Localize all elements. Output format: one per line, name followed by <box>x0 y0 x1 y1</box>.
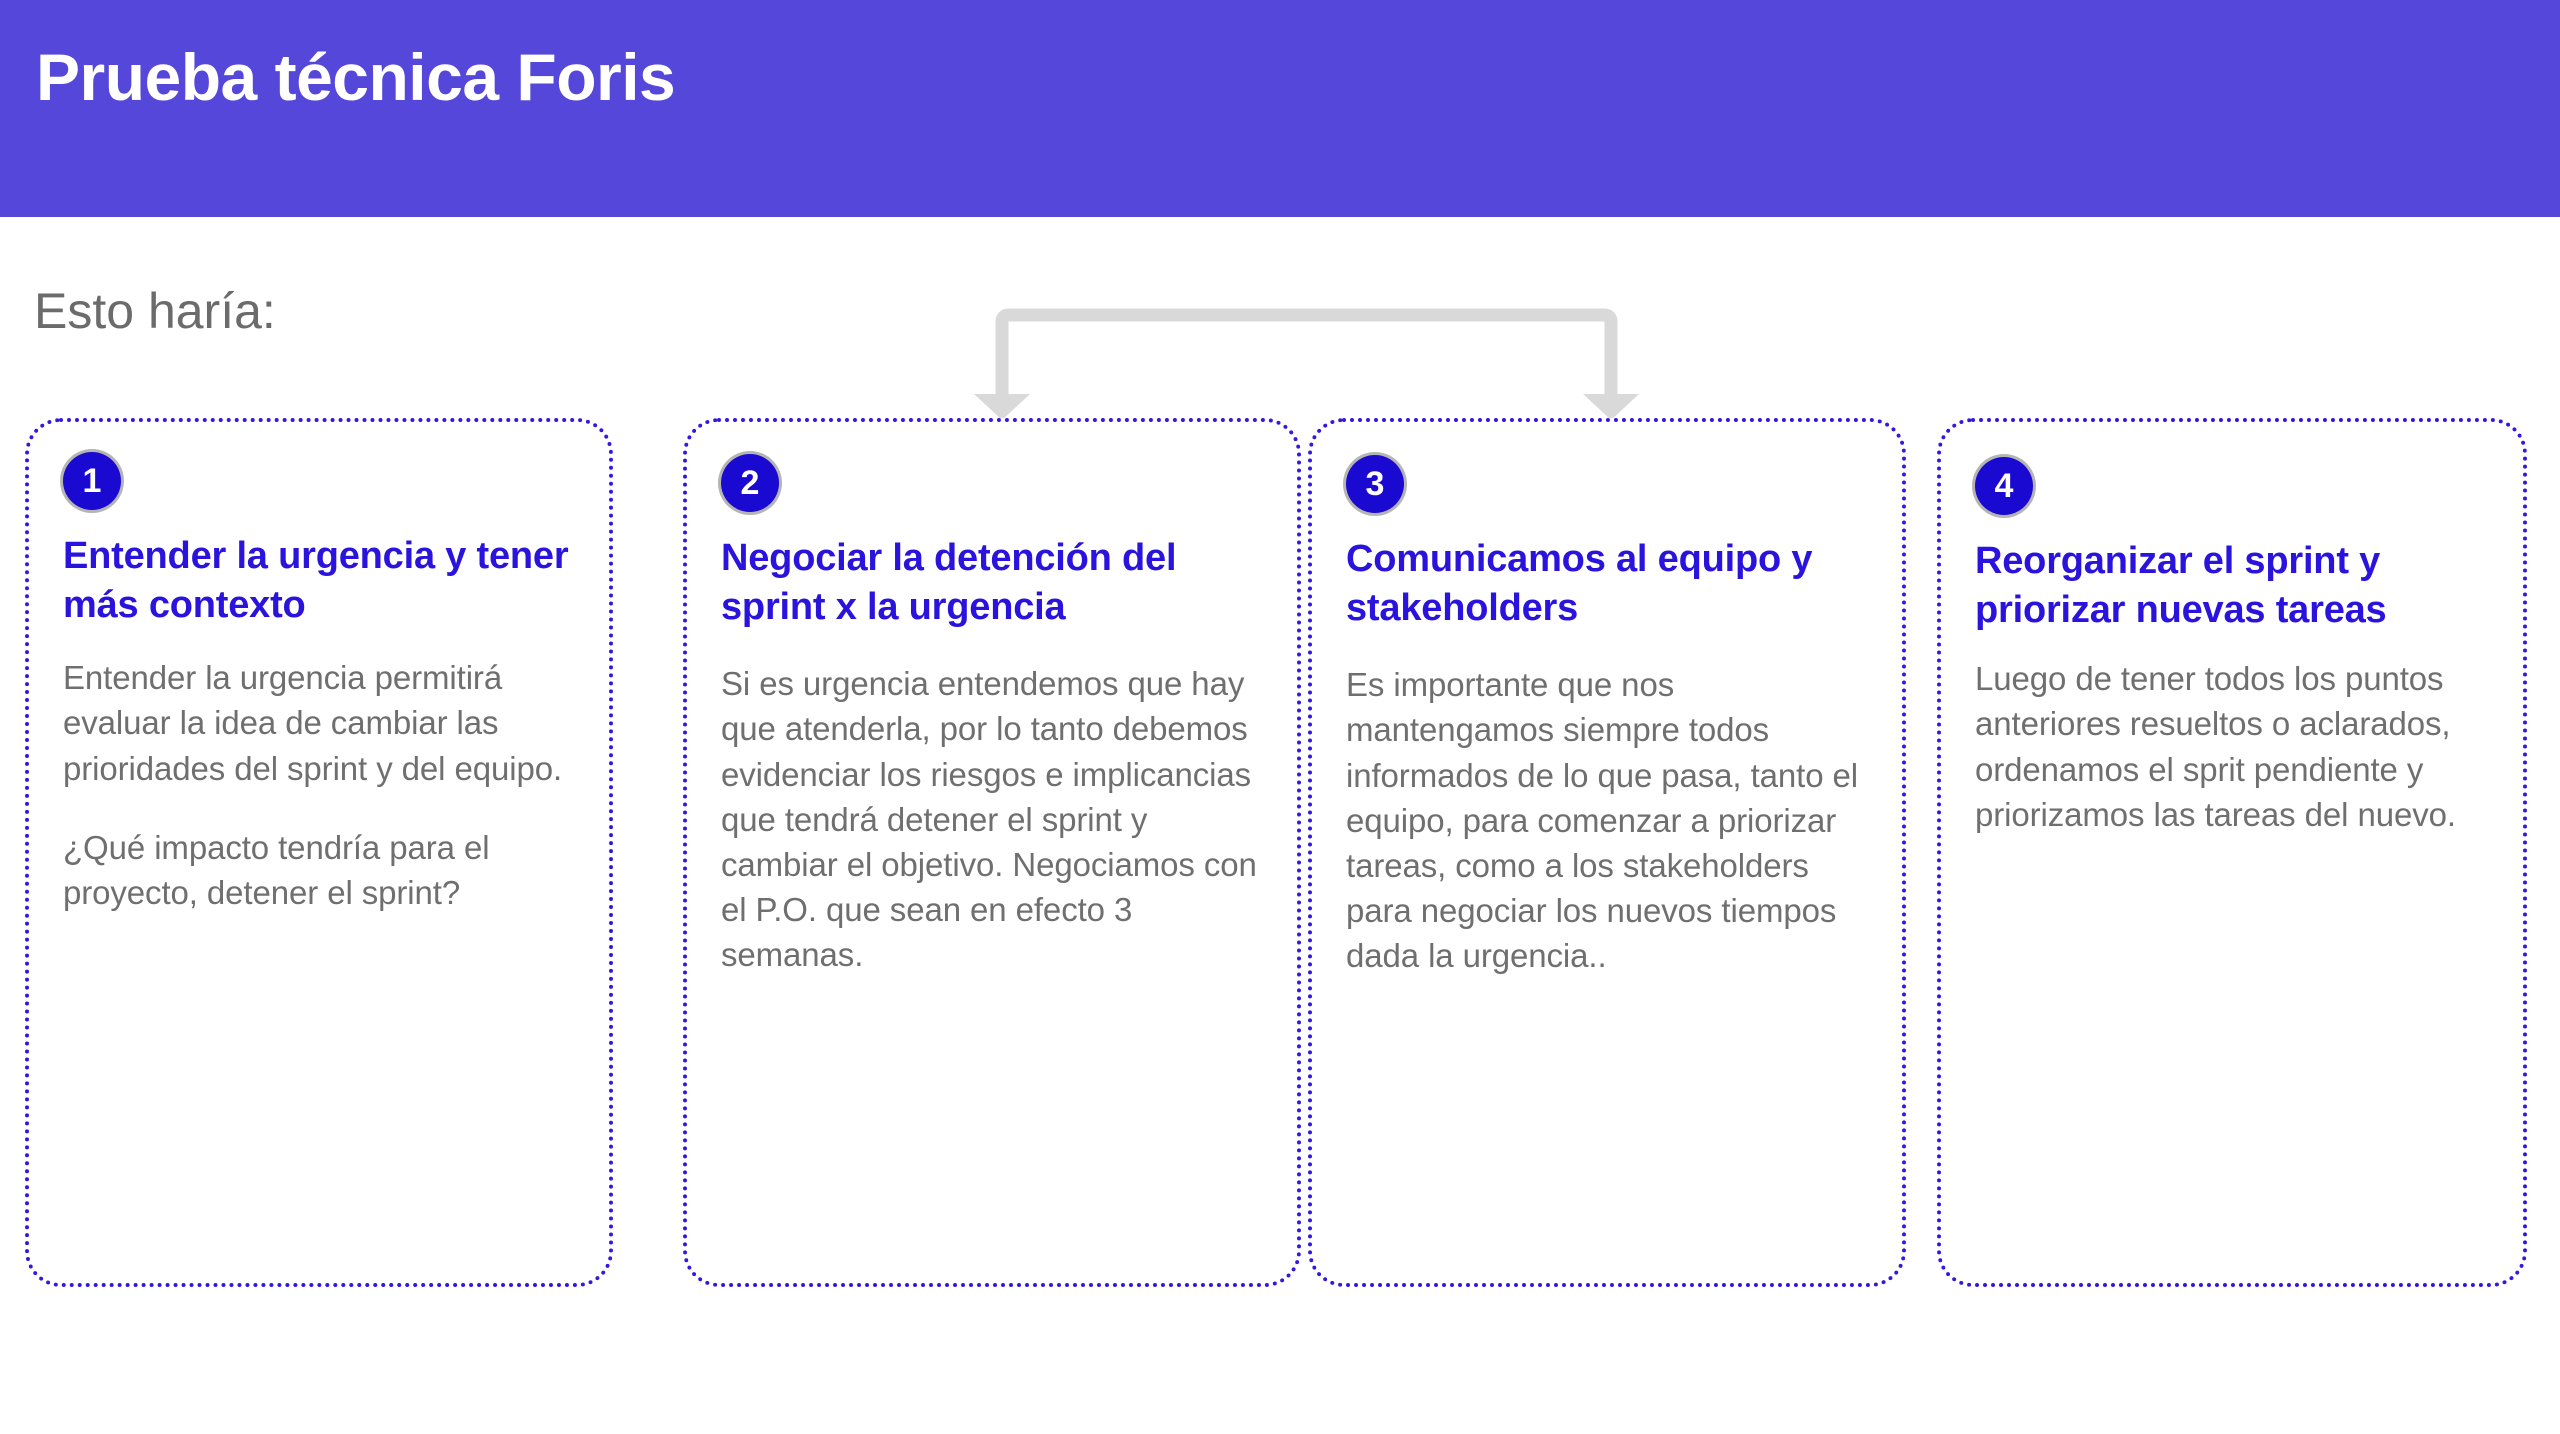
card-title: Comunicamos al equipo y stakeholders <box>1346 538 1813 629</box>
card-title: Entender la urgencia y tener más context… <box>63 535 569 626</box>
step-number-badge: 1 <box>63 452 121 510</box>
step-card-4[interactable]: 4 Reorganizar el sprint y priorizar nuev… <box>1937 418 2527 1287</box>
card-paragraph: Entender la urgencia permitirá evaluar l… <box>63 659 563 787</box>
card-paragraph: ¿Qué impacto tendría para el proyecto, d… <box>63 828 490 912</box>
page-title: Prueba técnica Foris <box>36 40 676 114</box>
section-subtitle: Esto haría: <box>34 283 276 339</box>
card-title: Negociar la detención del sprint x la ur… <box>721 537 1177 628</box>
step-number-badge: 3 <box>1346 455 1404 513</box>
card-title: Reorganizar el sprint y priorizar nuevas… <box>1975 540 2387 631</box>
step-number-badge: 2 <box>721 454 779 512</box>
card-paragraph: Si es urgencia entendemos que hay que at… <box>721 665 1257 974</box>
card-inner: 4 Reorganizar el sprint y priorizar nuev… <box>1941 422 2523 1283</box>
card-paragraph: Es importante que nos mantengamos siempr… <box>1346 666 1859 975</box>
step-number-badge: 4 <box>1975 457 2033 515</box>
card-inner: 1 Entender la urgencia y tener más conte… <box>29 422 609 1283</box>
bracket-arrow-connector <box>960 290 1660 420</box>
card-inner: 3 Comunicamos al equipo y stakeholders E… <box>1312 422 1902 1283</box>
step-card-3[interactable]: 3 Comunicamos al equipo y stakeholders E… <box>1308 418 1906 1287</box>
step-card-2[interactable]: 2 Negociar la detención del sprint x la … <box>683 418 1301 1287</box>
step-card-1[interactable]: 1 Entender la urgencia y tener más conte… <box>25 418 613 1287</box>
card-paragraph: Luego de tener todos los puntos anterior… <box>1975 660 2456 833</box>
card-inner: 2 Negociar la detención del sprint x la … <box>687 422 1297 1283</box>
header-band: Prueba técnica Foris <box>0 0 2560 217</box>
bracket-arrow-icon <box>974 308 1639 420</box>
